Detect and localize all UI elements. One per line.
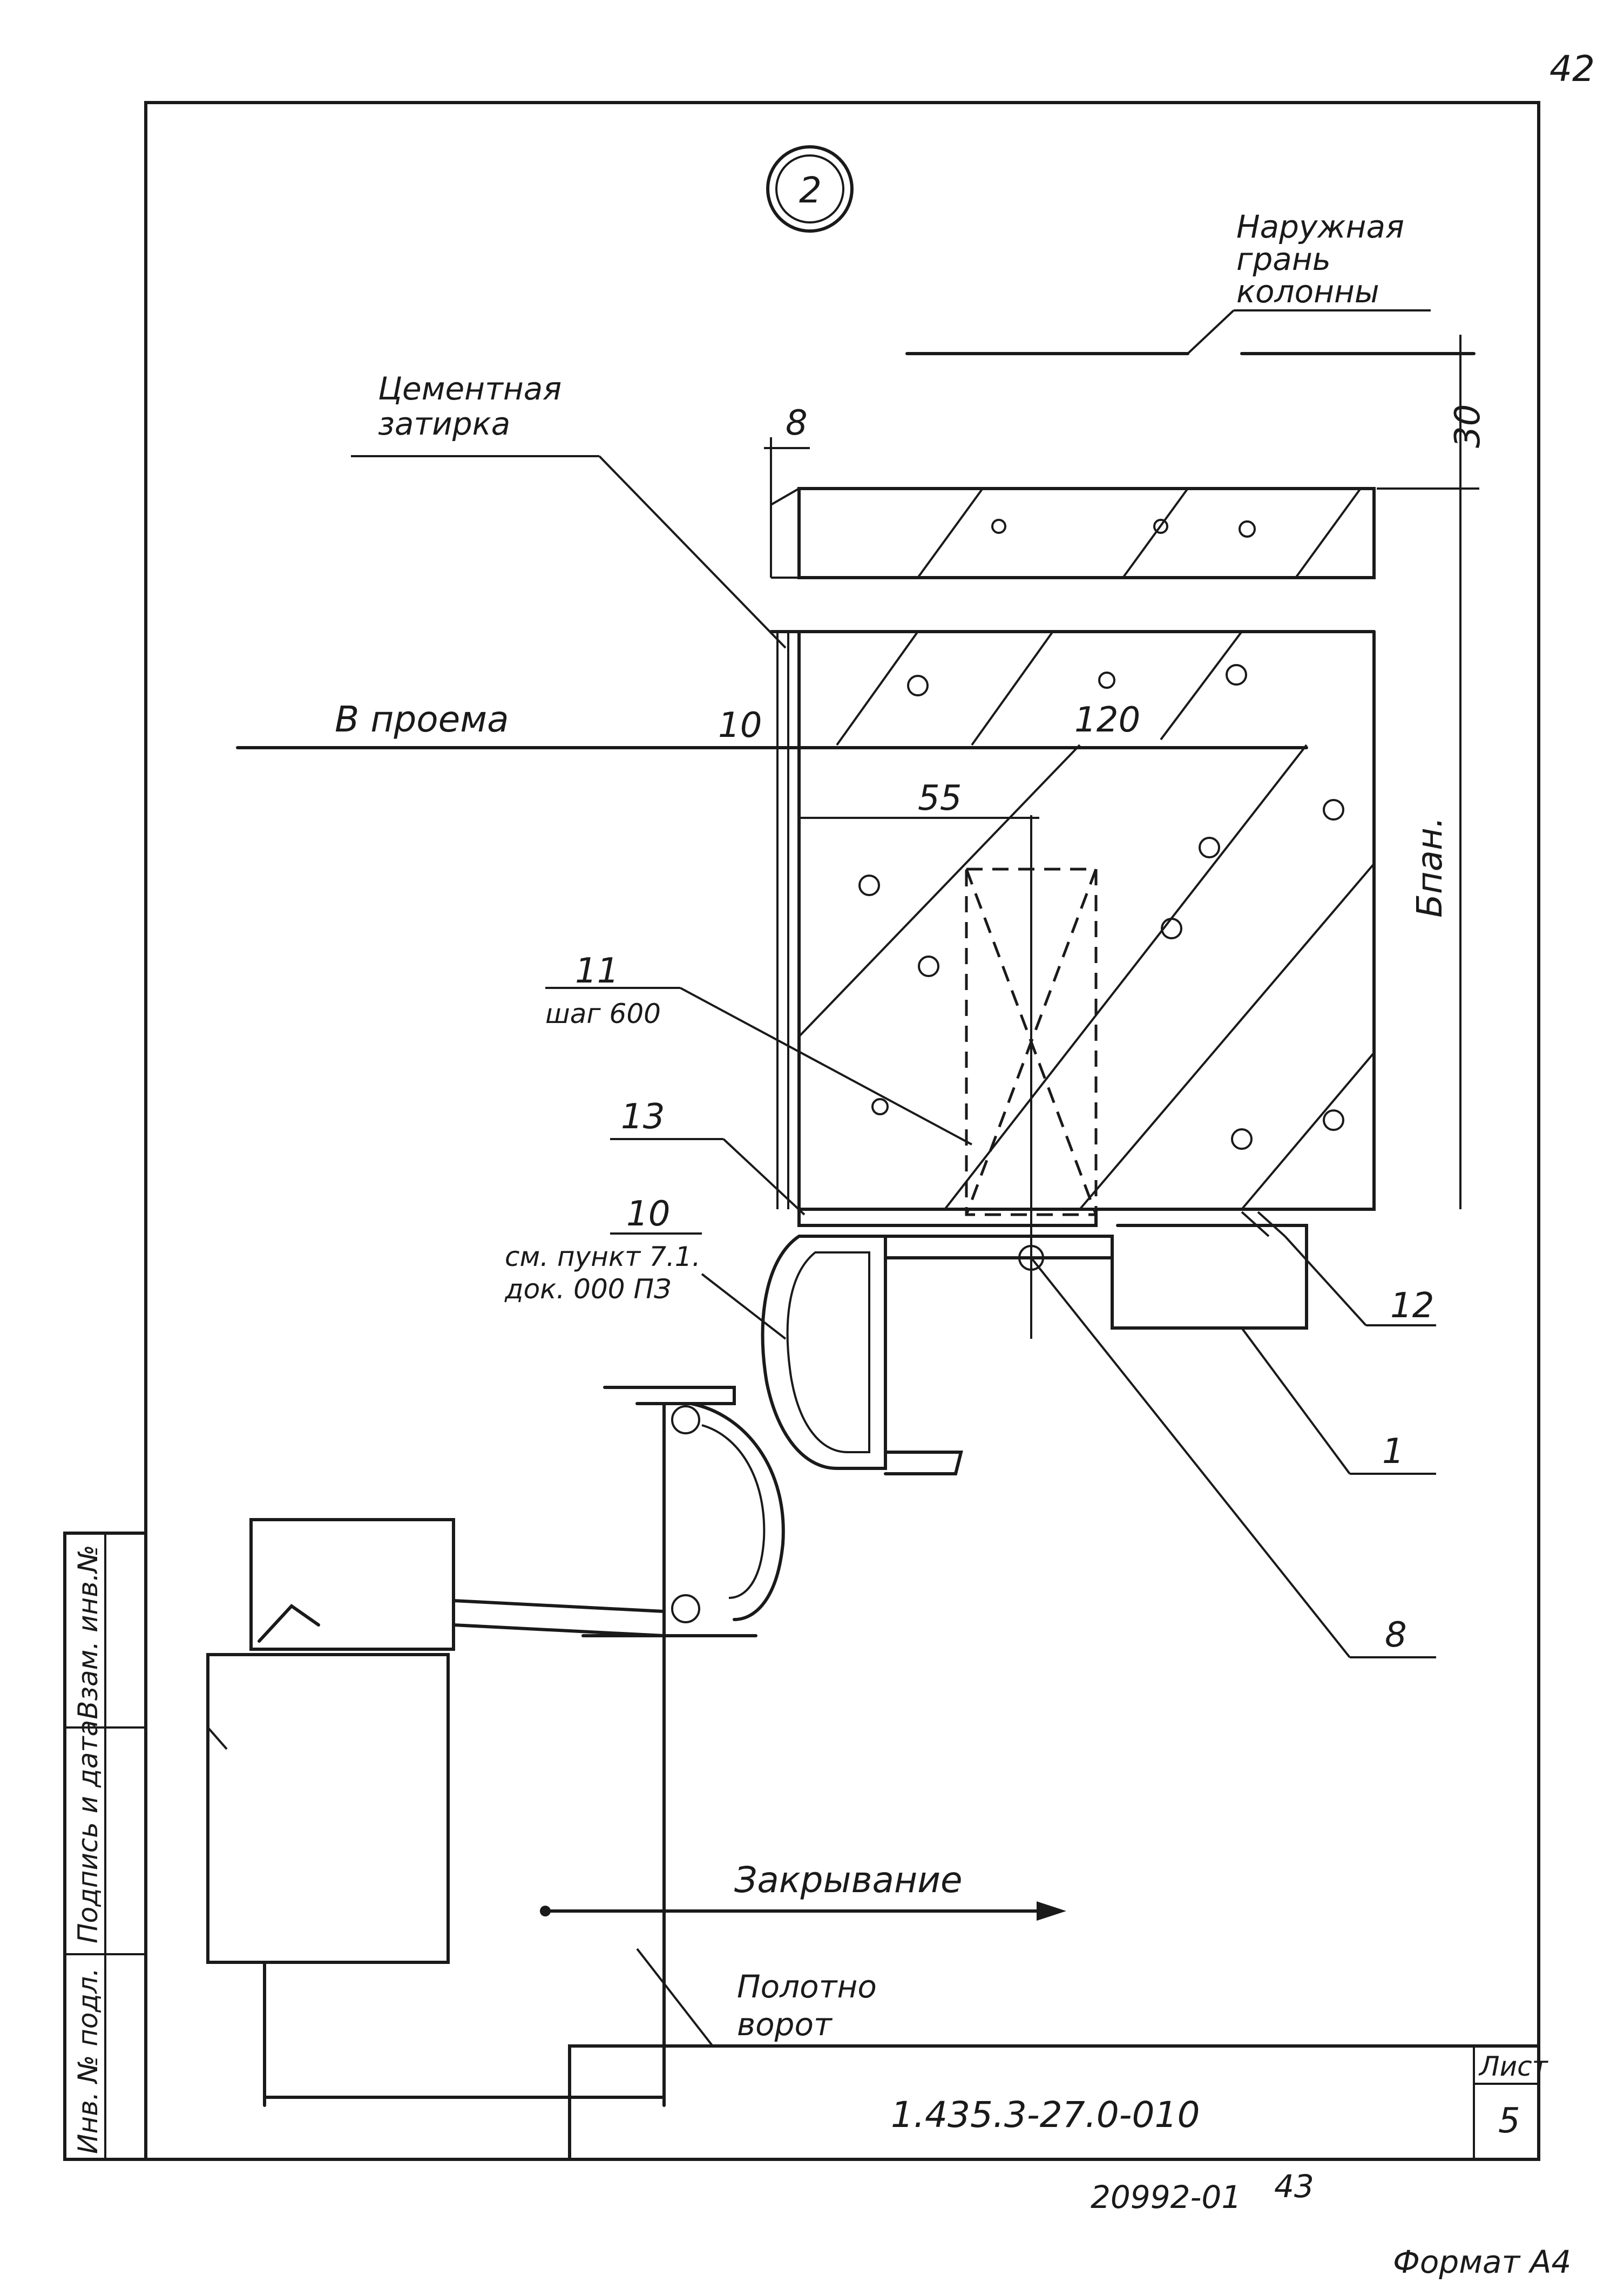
gate-leaf-outline — [263, 1961, 450, 2107]
callout-13-leader — [722, 1138, 806, 1216]
title-block: 1.435.3-27.0-010 Лист 5 — [568, 2044, 1549, 2161]
outer-face-leader-diag — [1187, 309, 1235, 355]
stamp-signature-date: Подпись и дата — [72, 1720, 104, 1943]
title-sheet-number: 5 — [1498, 2101, 1520, 2141]
callout-10-note-1: см. пункт 7.1. — [505, 1241, 701, 1272]
callout-8-leader — [1030, 1257, 1351, 1658]
bracket-mark — [258, 1604, 320, 1643]
gate-bracket-upper — [249, 1518, 455, 1651]
label-closing: Закрывание — [734, 1859, 963, 1901]
seal-profile — [761, 1235, 1114, 1475]
closing-arrowhead — [1037, 1901, 1066, 1921]
callout-11-leader — [680, 987, 972, 1146]
cement-leader-diag — [598, 455, 787, 649]
frame-box — [1111, 1211, 1308, 1330]
label-gate-2: ворот — [737, 2006, 833, 2043]
label-outer-face-2: грань — [1236, 241, 1331, 277]
upper-concrete-panel — [770, 487, 1376, 579]
dim-120-value: 120 — [1074, 700, 1140, 740]
page-number: 42 — [1549, 48, 1595, 90]
callout-8: 8 — [1385, 1615, 1407, 1655]
label-outer-face-1: Наружная — [1236, 208, 1404, 245]
sheet-frame — [144, 101, 1540, 2161]
label-opening: В проема — [335, 699, 509, 740]
callout-11-spec: шаг 600 — [545, 998, 661, 1029]
dim-30-value: 30 — [1448, 404, 1488, 448]
gate-leaf-profile — [581, 1386, 785, 2107]
footer-copy: 43 — [1274, 2168, 1314, 2205]
footer-archive: 20992-01 — [1091, 2179, 1241, 2216]
bracket-break — [207, 1726, 228, 1750]
dim-55-value: 55 — [918, 778, 962, 818]
anchor-bolt — [965, 815, 1098, 1339]
dim-8-value: 8 — [786, 403, 808, 443]
dim-10-value: 10 — [718, 706, 762, 746]
dim-bpan-value: Бпан. — [1410, 817, 1450, 918]
detail-marker: 2 — [766, 145, 854, 233]
gate-bracket-arm-2 — [452, 1623, 666, 1637]
title-code: 1.435.3-27.0-010 — [891, 2094, 1200, 2136]
callout-12-leader — [1284, 1235, 1367, 1326]
label-outer-face-3: колонны — [1236, 273, 1379, 310]
title-sheet-label: Лист — [1478, 2051, 1549, 2082]
callout-10-leader — [701, 1273, 787, 1340]
label-cement-2: затирка — [378, 405, 510, 442]
side-stamp: Инв. № подл. Подпись и дата Взам. инв.№ — [63, 1532, 147, 2161]
gate-bracket-lower — [206, 1653, 450, 1964]
detail-marker-label: 2 — [799, 170, 822, 211]
callout-12: 12 — [1390, 1286, 1434, 1326]
callout-11: 11 — [575, 951, 619, 991]
bolt-head — [1018, 1245, 1044, 1271]
footer-format: Формат А4 — [1393, 2244, 1571, 2280]
callout-13: 13 — [621, 1097, 665, 1137]
stamp-replacement-inv: Взам. инв.№ — [72, 1544, 104, 1719]
stamp-inv-no: Инв. № подл. — [72, 1968, 104, 2154]
callout-1-leader — [1241, 1327, 1351, 1475]
gate-bracket-arm — [452, 1599, 666, 1613]
gate-leader-diag — [636, 1948, 714, 2047]
callout-10: 10 — [626, 1194, 670, 1234]
callout-10-note-2: док. 000 ПЗ — [504, 1273, 671, 1305]
label-cement-1: Цементная — [378, 370, 561, 407]
callout-1: 1 — [1382, 1432, 1404, 1472]
gasket-strip — [797, 1208, 1098, 1227]
label-gate-1: Полотно — [737, 1968, 877, 2005]
